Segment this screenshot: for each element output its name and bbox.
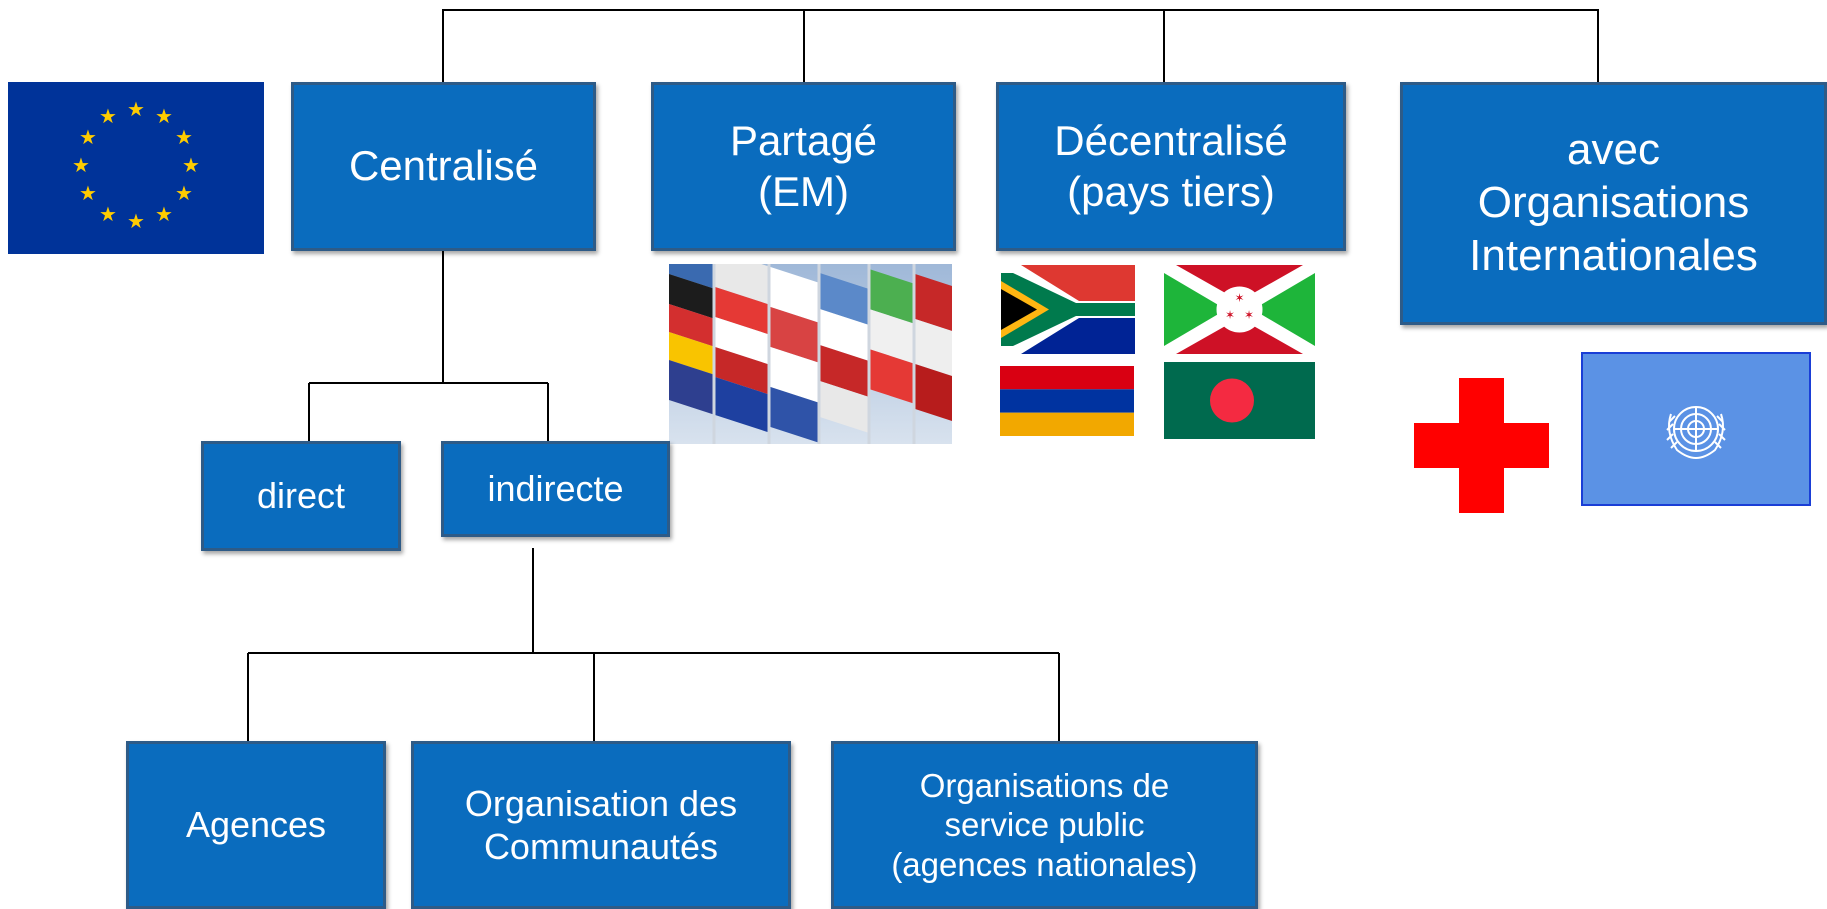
box-direct: direct bbox=[201, 441, 401, 551]
box-centralise-label: Centralisé bbox=[348, 142, 539, 190]
box-organisation-communautes-label: Organisation des Communautés bbox=[464, 782, 738, 867]
box-organisations-service-public: Organisations de service public (agences… bbox=[831, 741, 1258, 909]
box-partage: Partagé (EM) bbox=[651, 82, 956, 251]
box-partage-label: Partagé (EM) bbox=[729, 117, 878, 215]
indirecte-connector bbox=[247, 548, 1060, 743]
armenia-flag-icon bbox=[1000, 366, 1134, 436]
burundi-flag-icon: ✶ ✶ ✶ bbox=[1164, 265, 1315, 354]
box-agences-label: Agences bbox=[185, 804, 327, 846]
svg-text:★: ★ bbox=[127, 209, 145, 233]
red-cross-icon bbox=[1414, 378, 1549, 513]
svg-text:★: ★ bbox=[79, 125, 97, 149]
box-agences: Agences bbox=[126, 741, 386, 909]
south-africa-flag-icon bbox=[1001, 265, 1135, 354]
box-indirecte: indirecte bbox=[441, 441, 670, 537]
svg-text:★: ★ bbox=[127, 97, 145, 121]
box-centralise: Centralisé bbox=[291, 82, 596, 251]
box-direct-label: direct bbox=[256, 475, 346, 517]
svg-text:★: ★ bbox=[99, 104, 117, 128]
box-organisations-internationales: avec Organisations Internationales bbox=[1400, 82, 1827, 325]
svg-text:★: ★ bbox=[155, 104, 173, 128]
svg-text:★: ★ bbox=[72, 153, 90, 177]
un-flag-icon bbox=[1581, 352, 1811, 506]
svg-text:★: ★ bbox=[175, 181, 193, 205]
svg-text:★: ★ bbox=[175, 125, 193, 149]
member-state-flags-photo bbox=[669, 264, 952, 444]
box-organisation-communautes: Organisation des Communautés bbox=[411, 741, 791, 909]
svg-text:✶: ✶ bbox=[1234, 291, 1244, 305]
svg-text:★: ★ bbox=[155, 202, 173, 226]
bangladesh-flag-icon bbox=[1164, 362, 1315, 439]
eu-flag-icon: ★ ★ ★ ★ ★ ★ ★ ★ ★ ★ ★ ★ bbox=[8, 82, 264, 254]
top-connector bbox=[442, 9, 1599, 83]
box-decentralise: Décentralisé (pays tiers) bbox=[996, 82, 1346, 251]
svg-text:★: ★ bbox=[79, 181, 97, 205]
box-organisations-internationales-label: avec Organisations Internationales bbox=[1469, 125, 1758, 280]
svg-text:★: ★ bbox=[182, 153, 200, 177]
box-organisations-service-public-label: Organisations de service public (agences… bbox=[891, 766, 1198, 883]
box-decentralise-label: Décentralisé (pays tiers) bbox=[1054, 117, 1288, 215]
centralise-connector bbox=[308, 250, 549, 443]
svg-text:✶: ✶ bbox=[1225, 308, 1235, 322]
box-indirecte-label: indirecte bbox=[487, 468, 624, 510]
svg-text:✶: ✶ bbox=[1244, 308, 1254, 322]
svg-text:★: ★ bbox=[99, 202, 117, 226]
